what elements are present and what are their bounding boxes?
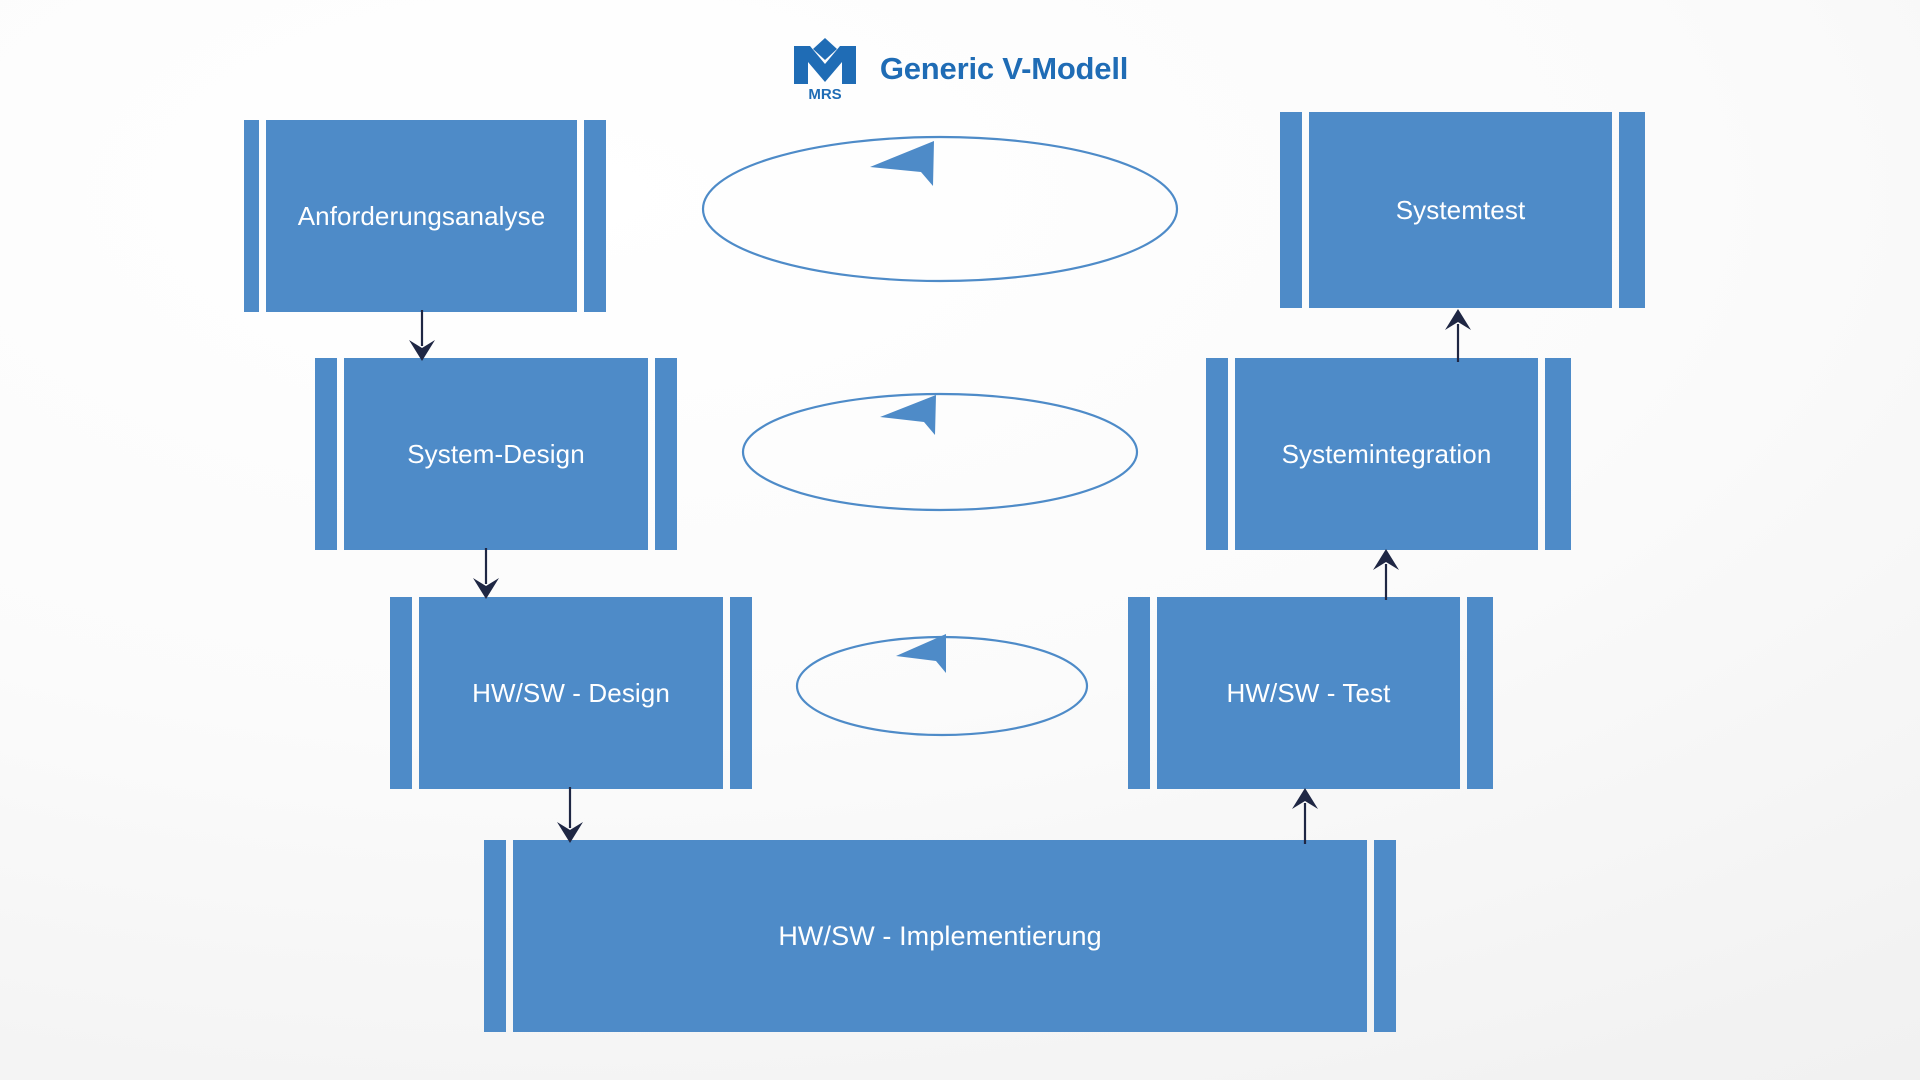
verification-loop-integration bbox=[740, 390, 1140, 512]
box-left-strip bbox=[390, 597, 412, 789]
box-body: System-Design bbox=[344, 358, 648, 550]
box-left-gap bbox=[1302, 112, 1309, 308]
phase-label: Systemintegration bbox=[1281, 438, 1492, 469]
phase-box-hw-sw-implementierung[interactable]: HW/SW - Implementierung bbox=[484, 840, 1396, 1032]
box-left-gap bbox=[1228, 358, 1235, 550]
arrowhead-down-icon bbox=[473, 578, 499, 599]
box-right-gap bbox=[723, 597, 730, 789]
box-left-gap bbox=[412, 597, 419, 789]
phase-box-systemintegration[interactable]: Systemintegration bbox=[1206, 358, 1571, 550]
mrs-logo-text: MRS bbox=[808, 86, 841, 100]
mrs-logo: MRS bbox=[792, 38, 858, 100]
arrow-implementierung-to-hw-sw-test bbox=[1287, 787, 1323, 844]
loop-ellipse-path bbox=[701, 135, 1179, 283]
phase-label: System-Design bbox=[407, 438, 585, 469]
box-left-gap bbox=[1150, 597, 1157, 789]
arrow-hw-sw-design-to-implementierung bbox=[552, 787, 588, 844]
box-right-gap bbox=[1460, 597, 1467, 789]
phase-box-anforderungsanalyse[interactable]: Anforderungsanalyse bbox=[244, 120, 606, 312]
box-left-strip bbox=[484, 840, 506, 1032]
box-left-gap bbox=[506, 840, 513, 1032]
box-right-strip bbox=[584, 120, 606, 312]
loop-arrowhead-icon bbox=[870, 141, 934, 186]
box-left-strip bbox=[1206, 358, 1228, 550]
box-right-strip bbox=[1374, 840, 1396, 1032]
box-right-gap bbox=[577, 120, 584, 312]
box-right-gap bbox=[1538, 358, 1545, 550]
box-body: HW/SW - Test bbox=[1157, 597, 1460, 789]
phase-label: HW/SW - Test bbox=[1226, 677, 1391, 708]
diagram-header: MRS Generic V-Modell bbox=[0, 38, 1920, 100]
phase-label: Systemtest bbox=[1395, 194, 1526, 225]
box-right-strip bbox=[1619, 112, 1645, 308]
box-left-strip bbox=[1128, 597, 1150, 789]
box-right-strip bbox=[1545, 358, 1571, 550]
box-right-strip bbox=[1467, 597, 1493, 789]
phase-label: HW/SW - Implementierung bbox=[778, 920, 1102, 951]
phase-box-system-design[interactable]: System-Design bbox=[315, 358, 677, 550]
verification-loop-system bbox=[700, 134, 1180, 284]
box-right-strip bbox=[730, 597, 752, 789]
arrowhead-down-icon bbox=[557, 822, 583, 843]
box-body: HW/SW - Design bbox=[419, 597, 723, 789]
box-left-strip bbox=[1280, 112, 1302, 308]
box-right-strip bbox=[655, 358, 677, 550]
box-right-gap bbox=[1612, 112, 1619, 308]
box-right-gap bbox=[1367, 840, 1374, 1032]
arrow-systemintegration-to-systemtest bbox=[1440, 308, 1476, 362]
phase-label: HW/SW - Design bbox=[472, 677, 670, 708]
phase-box-hw-sw-test[interactable]: HW/SW - Test bbox=[1128, 597, 1493, 789]
box-body: HW/SW - Implementierung bbox=[513, 840, 1367, 1032]
box-body: Anforderungsanalyse bbox=[266, 120, 577, 312]
loop-ellipse-path bbox=[741, 392, 1139, 512]
box-left-strip bbox=[315, 358, 337, 550]
arrow-anforderungsanalyse-to-system-design bbox=[404, 310, 440, 362]
loop-arrowhead-icon bbox=[896, 634, 946, 673]
arrowhead-up-icon bbox=[1292, 788, 1318, 809]
loop-arrowhead-icon bbox=[880, 395, 936, 435]
box-left-gap bbox=[337, 358, 344, 550]
box-left-gap bbox=[259, 120, 266, 312]
phase-box-hw-sw-design[interactable]: HW/SW - Design bbox=[390, 597, 752, 789]
box-left-strip bbox=[244, 120, 259, 312]
phase-label: Anforderungsanalyse bbox=[297, 200, 546, 231]
verification-loop-unit bbox=[794, 630, 1090, 738]
arrowhead-down-icon bbox=[409, 340, 435, 361]
arrowhead-up-icon bbox=[1445, 309, 1471, 330]
arrow-system-design-to-hw-sw-design bbox=[468, 548, 504, 600]
box-right-gap bbox=[648, 358, 655, 550]
arrow-hw-sw-test-to-systemintegration bbox=[1368, 548, 1404, 600]
arrowhead-up-icon bbox=[1373, 549, 1399, 570]
page-title: Generic V-Modell bbox=[879, 51, 1129, 86]
box-body: Systemintegration bbox=[1235, 358, 1538, 550]
box-body: Systemtest bbox=[1309, 112, 1612, 308]
phase-box-systemtest[interactable]: Systemtest bbox=[1280, 112, 1645, 308]
